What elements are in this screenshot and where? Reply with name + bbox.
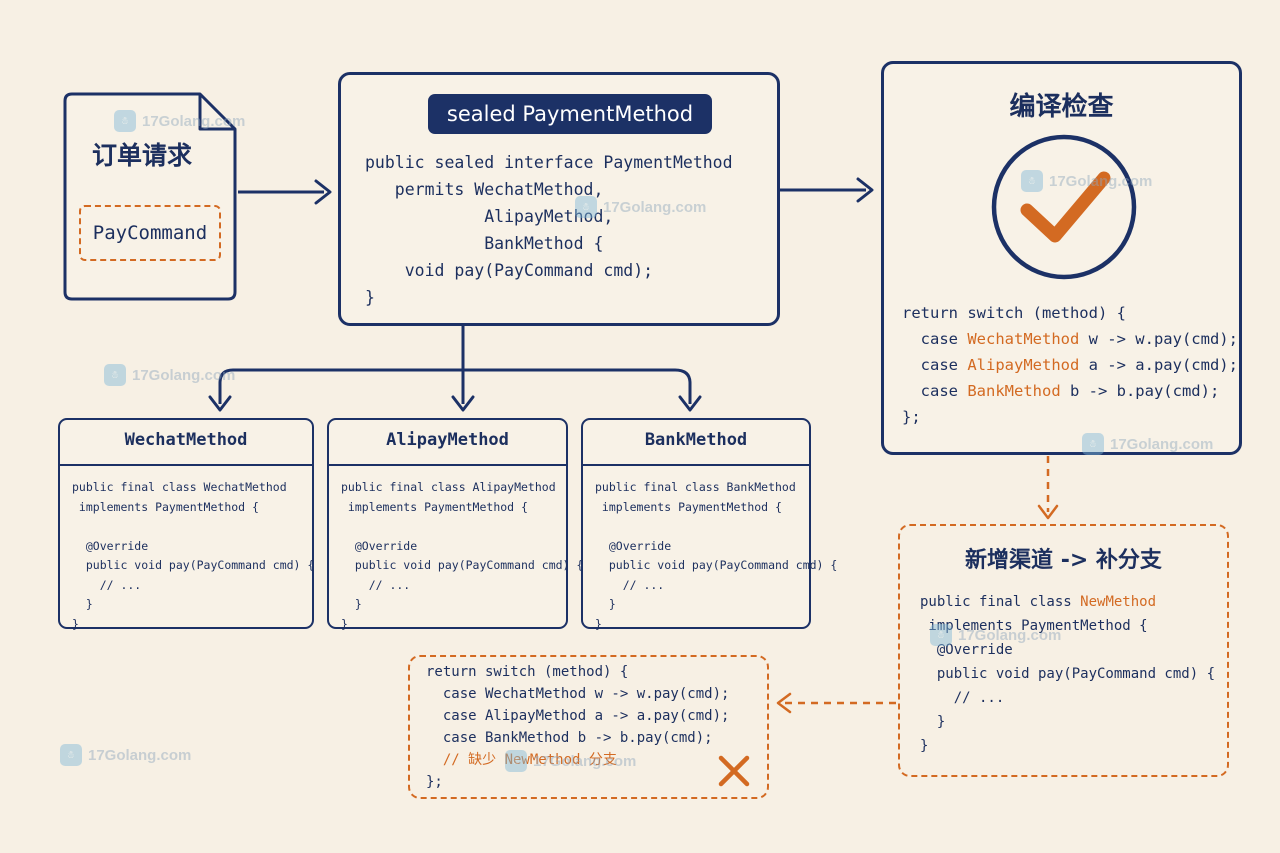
impl-divider [583, 464, 809, 466]
document-icon [63, 92, 237, 301]
impl-box-wechat: WechatMethod public final class WechatMe… [58, 418, 314, 631]
arrow-sealed-to-impls [208, 326, 702, 412]
arrow-check-to-new [1037, 456, 1059, 520]
missing-branch-box: return switch (method) { case WechatMeth… [408, 655, 769, 799]
missing-switch-code: return switch (method) { case WechatMeth… [426, 661, 729, 793]
impl-code: public final class AlipayMethod implemen… [341, 480, 584, 631]
code-line: }; [902, 408, 921, 426]
sealed-header: sealed PaymentMethod [428, 94, 712, 134]
code-line: }; [426, 774, 443, 790]
impl-code: public final class WechatMethod implemen… [72, 480, 315, 631]
code-line: } [920, 714, 946, 730]
impl-code: public final class BankMethod implements… [595, 480, 838, 631]
impl-box-bank: BankMethod public final class BankMethod… [581, 418, 837, 631]
pay-command-box [79, 205, 221, 261]
watermark-logo-icon: ☃ [1082, 433, 1104, 455]
cross-icon [718, 755, 750, 787]
watermark-logo-icon: ☃ [1021, 170, 1043, 192]
sealed-interface-code: public sealed interface PaymentMethod pe… [365, 153, 733, 307]
check-switch-code: return switch (method) { case WechatMeth… [902, 300, 1238, 430]
arrow-order-to-sealed [238, 179, 332, 205]
code-line: return switch (method) { [902, 304, 1126, 322]
pay-command-label: PayCommand [92, 222, 208, 244]
code-line: case WechatMethod w -> w.pay(cmd); [902, 330, 1238, 348]
watermark: ☃17Golang.com [1021, 170, 1152, 192]
watermark: ☃17Golang.com [575, 196, 706, 218]
arrow-sealed-to-check [780, 177, 874, 203]
impl-name: AlipayMethod [386, 430, 509, 450]
code-line: return switch (method) { [426, 664, 629, 680]
code-line: case AlipayMethod a -> a.pay(cmd); [902, 356, 1238, 374]
code-line: public final class NewMethod [920, 594, 1157, 610]
watermark-logo-icon: ☃ [575, 196, 597, 218]
watermark-logo-icon: ☃ [60, 744, 82, 766]
watermark: ☃17Golang.com [114, 110, 245, 132]
code-line: case BankMethod b -> b.pay(cmd); [426, 730, 713, 746]
watermark: ☃17Golang.com [60, 744, 191, 766]
watermark-logo-icon: ☃ [114, 110, 136, 132]
code-line: @Override [920, 642, 1013, 658]
code-line: implements PaymentMethod { [920, 618, 1148, 634]
check-icon [991, 134, 1137, 280]
code-line: public void pay(PayCommand cmd) { [920, 666, 1216, 682]
compile-check-title: 编译检查 [1009, 92, 1114, 122]
arrow-new-to-missing [776, 692, 896, 714]
code-line: case WechatMethod w -> w.pay(cmd); [426, 686, 730, 702]
watermark: ☃17Golang.com [930, 624, 1061, 646]
code-line: // ... [920, 690, 1005, 706]
watermark-logo-icon: ☃ [104, 364, 126, 386]
watermark: ☃17Golang.com [505, 750, 636, 772]
sealed-interface-box: sealed PaymentMethod public sealed inter… [338, 72, 780, 326]
new-method-code: public final class NewMethod implements … [920, 590, 1215, 758]
impl-divider [60, 464, 312, 466]
watermark-logo-icon: ☃ [505, 750, 527, 772]
impl-name: WechatMethod [124, 430, 248, 450]
order-request-title: 订单请求 [92, 141, 193, 170]
new-channel-box: 新增渠道 -> 补分支 public final class NewMethod… [898, 524, 1229, 777]
impl-divider [329, 464, 566, 466]
watermark: ☃17Golang.com [104, 364, 235, 386]
impl-box-alipay: AlipayMethod public final class AlipayMe… [327, 418, 583, 631]
code-line: } [920, 738, 929, 754]
watermark-logo-icon: ☃ [930, 624, 952, 646]
compile-check-box: 编译检查 return switch (method) { case Wecha… [881, 61, 1242, 455]
new-channel-title: 新增渠道 -> 补分支 [965, 548, 1162, 573]
code-line: // 缺少 NewMethod 分支 [442, 752, 617, 768]
order-request-document: 订单请求 PayCommand [62, 92, 238, 302]
code-line: case AlipayMethod a -> a.pay(cmd); [426, 708, 730, 724]
impl-name: BankMethod [644, 430, 748, 450]
watermark: ☃17Golang.com [1082, 433, 1213, 455]
code-line: case BankMethod b -> b.pay(cmd); [902, 382, 1220, 400]
